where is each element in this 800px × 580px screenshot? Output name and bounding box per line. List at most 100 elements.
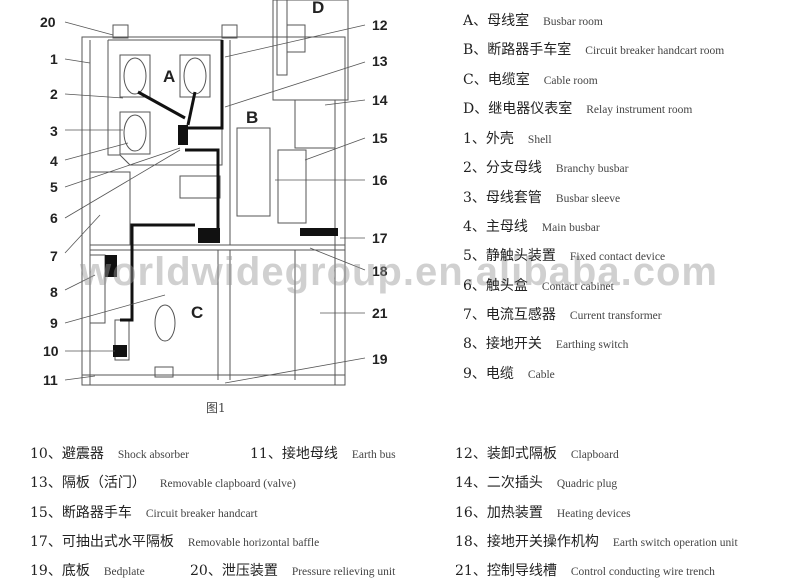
legend-en: Branchy busbar <box>555 163 629 175</box>
legend-zh: 3、母线套管 <box>463 190 542 206</box>
legend-item: 16、加热装置 Heating devices <box>455 502 631 522</box>
legend-en: Earthing switch <box>555 339 629 351</box>
callout-4: 4 <box>50 153 58 169</box>
callout-3: 3 <box>50 123 58 139</box>
callout-15: 15 <box>372 130 388 146</box>
legend-en: Quadric plug <box>556 478 618 490</box>
legend-zh: 14、二次插头 <box>455 475 543 491</box>
legend-zh: 10、避震器 <box>30 446 104 462</box>
callout-11: 11 <box>43 372 58 388</box>
legend-zh: B、断路器手车室 <box>463 42 572 58</box>
legend-en: Busbar sleeve <box>555 193 621 205</box>
legend-en: Circuit breaker handcart <box>145 508 258 520</box>
legend-en: Main busbar <box>541 222 600 234</box>
circuit-breaker-handcart <box>236 127 271 217</box>
legend-item: 2、分支母线 Branchy busbar <box>463 157 628 177</box>
callout-12: 12 <box>372 17 388 33</box>
legend-item: 15、断路器手车 Circuit breaker handcart <box>30 502 258 522</box>
room-label-d: D <box>312 0 324 17</box>
legend-en: Shock absorber <box>117 449 190 461</box>
callout-20: 20 <box>40 14 56 30</box>
legend-zh: A、母线室 <box>463 13 530 29</box>
cabinet-drawing <box>81 0 349 386</box>
legend-item: 20、泄压装置 Pressure relieving unit <box>190 560 395 580</box>
legend-item: D、继电器仪表室 Relay instrument room <box>463 98 692 118</box>
callout-numbers: 20 1 2 3 4 5 6 7 8 9 10 11 12 13 14 15 1… <box>40 14 388 388</box>
figure-caption: 图1 <box>206 401 226 415</box>
legend-item: B、断路器手车室 Circuit breaker handcart room <box>463 39 724 59</box>
legend-zh: 15、断路器手车 <box>30 505 132 521</box>
legend-zh: 1、外壳 <box>463 131 514 147</box>
legend-zh: 5、静触头装置 <box>463 248 556 264</box>
callout-8: 8 <box>50 284 58 300</box>
legend-zh: 2、分支母线 <box>463 160 542 176</box>
contact-blocks <box>105 125 338 357</box>
callout-1: 1 <box>50 51 58 67</box>
legend-zh: 9、电缆 <box>463 366 514 382</box>
legend-en: Fixed contact device <box>569 251 666 263</box>
legend-zh: 18、接地开关操作机构 <box>455 534 599 550</box>
legend-item: 12、装卸式隔板 Clapboard <box>455 443 619 463</box>
callout-7: 7 <box>50 248 58 264</box>
legend-en: Current transformer <box>569 310 662 322</box>
legend-item: 18、接地开关操作机构 Earth switch operation unit <box>455 531 738 551</box>
legend-zh: D、继电器仪表室 <box>463 101 573 117</box>
callout-21: 21 <box>372 305 388 321</box>
shell <box>81 36 346 386</box>
legend-en: Control conducting wire trench <box>570 566 715 578</box>
callout-18: 18 <box>372 263 388 279</box>
legend-item: 14、二次插头 Quadric plug <box>455 472 617 492</box>
legend-zh: C、电缆室 <box>463 72 530 88</box>
legend-item: 10、避震器 Shock absorber <box>30 443 189 463</box>
watermark: worldwidegroup.en.alibaba.com <box>80 250 718 294</box>
legend-zh: 16、加热装置 <box>455 505 543 521</box>
legend-zh: 21、控制导线槽 <box>455 563 557 579</box>
legend-zh: 19、底板 <box>30 563 90 579</box>
legend-zh: 20、泄压装置 <box>190 563 278 579</box>
callout-14: 14 <box>372 92 388 108</box>
legend-en: Pressure relieving unit <box>291 566 396 578</box>
room-label-a: A <box>163 67 175 86</box>
legend-en: Removable horizontal baffle <box>187 537 320 549</box>
callout-9: 9 <box>50 315 58 331</box>
legend-en: Relay instrument room <box>586 104 693 116</box>
room-label-c: C <box>191 303 203 322</box>
legend-zh: 11、接地母线 <box>250 446 338 462</box>
callout-19: 19 <box>372 351 388 367</box>
callout-13: 13 <box>372 53 388 69</box>
callout-6: 6 <box>50 210 58 226</box>
room-label-b: B <box>246 108 258 127</box>
legend-en: Heating devices <box>556 508 631 520</box>
legend-en: Removable clapboard (valve) <box>159 478 296 490</box>
legend-zh: 8、接地开关 <box>463 336 542 352</box>
legend-item: 13、隔板（活门）Removable clapboard (valve) <box>30 472 296 492</box>
callout-2: 2 <box>50 86 58 102</box>
legend-item: 5、静触头装置 Fixed contact device <box>463 245 665 265</box>
legend-zh: 17、可抽出式水平隔板 <box>30 534 174 550</box>
callout-16: 16 <box>372 172 388 188</box>
legend-item: 7、电流互感器 Current transformer <box>463 304 662 324</box>
legend-item: 9、电缆 Cable <box>463 363 555 383</box>
legend-zh: 7、电流互感器 <box>463 307 556 323</box>
legend-zh: 6、触头盒 <box>463 278 528 294</box>
cable-loop <box>154 304 176 342</box>
legend-item: C、电缆室 Cable room <box>463 69 598 89</box>
legend-en: Clapboard <box>570 449 619 461</box>
legend-item: 8、接地开关 Earthing switch <box>463 333 628 353</box>
leader-lines <box>64 21 366 384</box>
legend-en: Cable room <box>543 75 598 87</box>
legend-en: Cable <box>527 369 555 381</box>
callout-5: 5 <box>50 179 58 195</box>
legend-en: Earth switch operation unit <box>612 537 738 549</box>
legend-en: Circuit breaker handcart room <box>585 45 725 57</box>
legend-item: 17、可抽出式水平隔板 Removable horizontal baffle <box>30 531 319 551</box>
legend-item: 1、外壳 Shell <box>463 128 552 148</box>
legend-zh: 12、装卸式隔板 <box>455 446 557 462</box>
legend-en: Shell <box>527 134 552 146</box>
